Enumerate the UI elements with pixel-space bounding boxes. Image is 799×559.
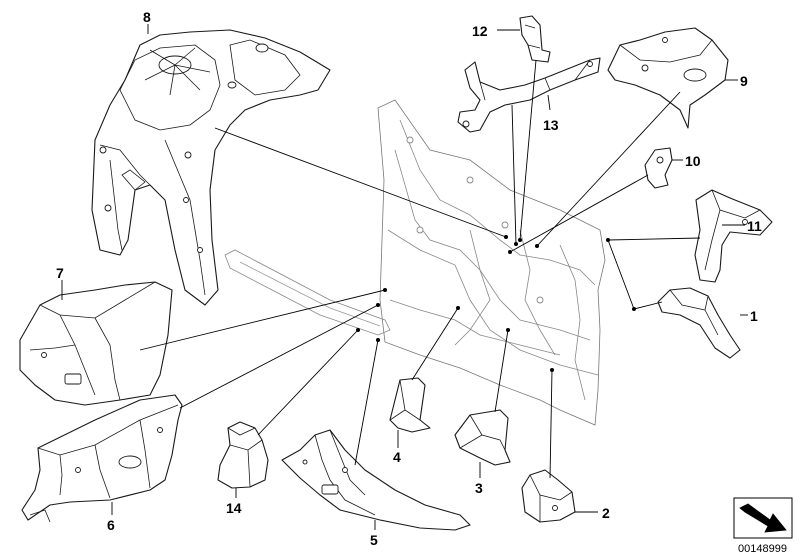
direction-arrow-icon <box>733 497 793 539</box>
callout-8: 8 <box>143 9 151 25</box>
part-13-bracket <box>457 57 601 133</box>
callout-6: 6 <box>107 517 115 533</box>
callout-13: 13 <box>543 117 559 133</box>
callout-1: 1 <box>750 308 758 324</box>
callout-4: 4 <box>393 449 401 465</box>
part-8-wheel-housing <box>91 29 331 306</box>
leader-lines <box>61 24 748 530</box>
part-1-bracket <box>657 287 741 359</box>
callout-11: 11 <box>747 218 762 234</box>
part-4-angle-bracket <box>389 377 431 433</box>
part-11-bracket <box>694 189 773 283</box>
body-side-frame <box>224 99 606 426</box>
part-2-lower-bracket <box>521 469 576 523</box>
callout-9: 9 <box>740 73 748 89</box>
part-9-panel <box>607 27 729 129</box>
part-5-wheel-arch-inner <box>281 429 471 531</box>
document-number: 00148999 <box>738 543 787 555</box>
part-3-angle-bracket <box>454 409 511 466</box>
part-12-strip <box>519 15 551 63</box>
callout-7: 7 <box>56 265 64 281</box>
part-7-wheel-arch-section <box>19 281 173 406</box>
part-14-bracket <box>217 421 269 489</box>
callout-14: 14 <box>226 500 242 516</box>
callout-5: 5 <box>370 532 378 548</box>
callout-labels: 8 12 13 9 10 11 1 7 4 3 2 14 6 5 <box>56 9 762 548</box>
callout-2: 2 <box>602 505 610 521</box>
callout-10: 10 <box>685 153 701 169</box>
part-10-clip <box>644 147 673 189</box>
callout-12: 12 <box>472 23 488 39</box>
part-6-longitudinal-member <box>21 394 183 523</box>
callout-3: 3 <box>475 480 483 496</box>
